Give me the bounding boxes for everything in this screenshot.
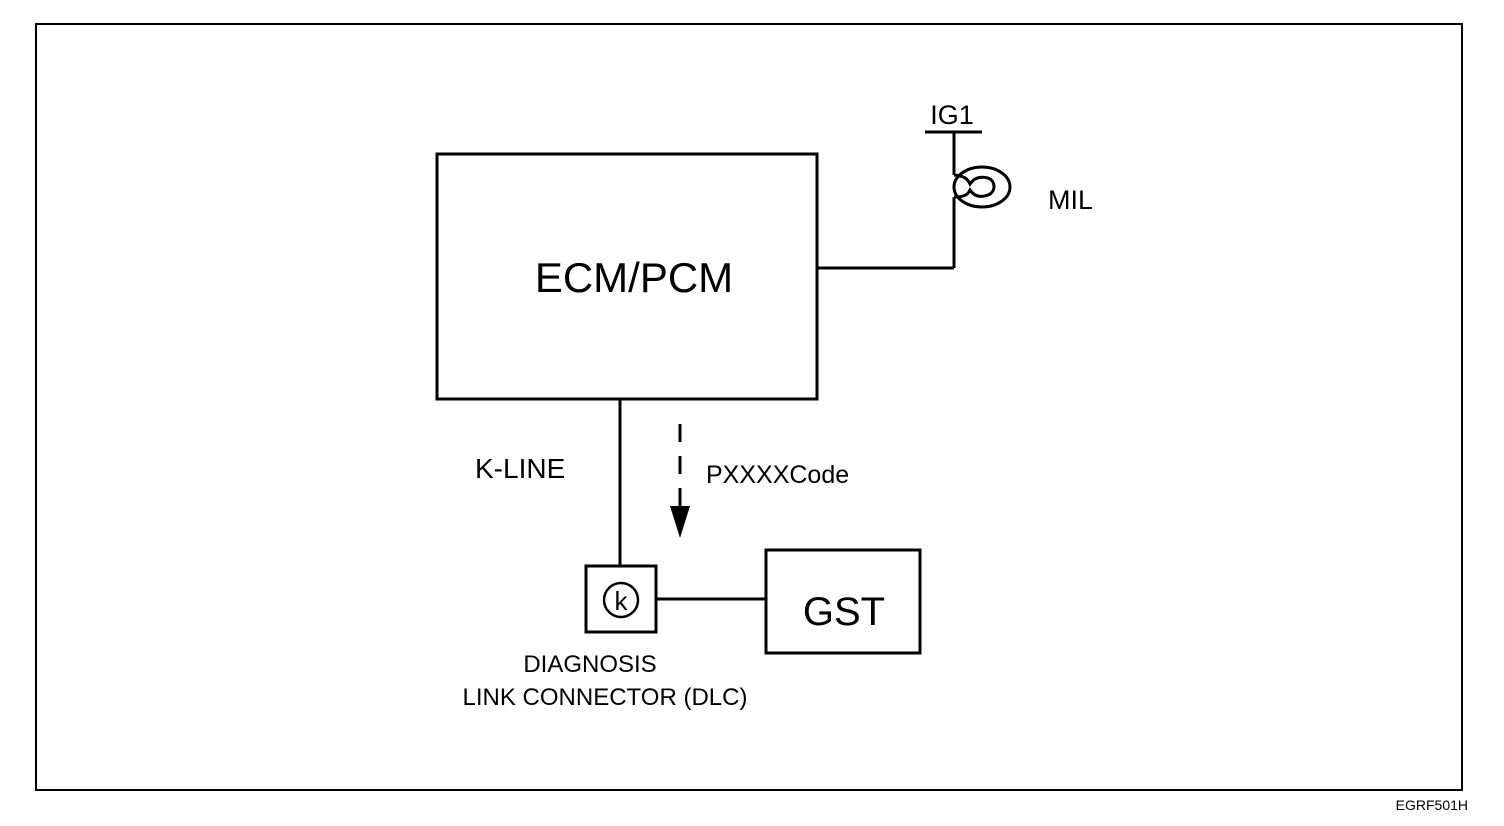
k-connector-symbol: k xyxy=(615,586,629,616)
down-arrow-icon xyxy=(670,424,690,538)
gst-label: GST xyxy=(803,590,885,634)
k-connector-icon xyxy=(602,581,640,619)
mil-lamp-icon xyxy=(952,165,1012,209)
diagram-frame xyxy=(35,23,1463,791)
ecm-pcm-block xyxy=(435,152,819,401)
k-line-label: K-LINE xyxy=(475,453,565,484)
code-label: PXXXXCode xyxy=(706,461,849,489)
dlc-label-line2: LINK CONNECTOR (DLC) xyxy=(463,684,748,711)
ig1-label: IG1 xyxy=(930,100,974,130)
gst-block xyxy=(764,548,922,655)
ecm-pcm-label: ECM/PCM xyxy=(535,254,733,301)
mil-label: MIL xyxy=(1048,185,1093,215)
figure-id: EGRF501H xyxy=(1396,797,1468,813)
dlc-label-line1: DIAGNOSIS xyxy=(523,651,656,678)
